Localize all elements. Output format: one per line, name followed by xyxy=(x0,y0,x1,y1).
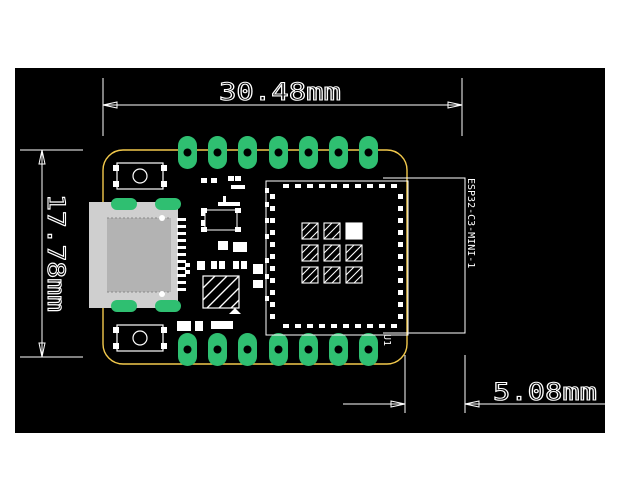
esp32-module-footprint: U1 xyxy=(265,180,409,346)
header-bottom-row xyxy=(178,333,378,366)
offset-dimension-label: 5.08mm xyxy=(493,378,597,406)
module-top-pads xyxy=(283,184,397,188)
module-outline xyxy=(383,177,466,334)
arrow-right-icon xyxy=(390,400,406,408)
module-bottom-pads xyxy=(283,324,397,328)
arrow-left-icon xyxy=(102,101,118,109)
usb-shield-pad xyxy=(111,300,137,312)
arrow-down-icon xyxy=(38,342,46,358)
header-top-row xyxy=(178,136,378,169)
module-right-pads xyxy=(398,194,403,319)
arrow-up-icon xyxy=(38,149,46,165)
arrow-left-icon xyxy=(464,400,480,408)
regulator-ic xyxy=(201,208,241,232)
pcb-drawing: 30.48mm 17.78mm 5.08mm ESP32-C3-MINI-1 xyxy=(20,77,605,413)
usb-c-connector xyxy=(89,198,186,312)
module-designator: U1 xyxy=(381,334,392,346)
usb-shield-pad xyxy=(155,198,181,210)
usb-shield-pad xyxy=(111,198,137,210)
boot-button-footprint xyxy=(113,162,167,190)
module-left-pads xyxy=(270,194,275,319)
usb-shield-pad xyxy=(155,300,181,312)
width-dimension: 30.48mm xyxy=(102,77,463,136)
arrow-right-icon xyxy=(447,101,463,109)
pcb-layout-canvas: 30.48mm 17.78mm 5.08mm ESP32-C3-MINI-1 xyxy=(15,68,605,433)
hatched-ic xyxy=(202,275,241,314)
height-dimension: 17.78mm xyxy=(20,149,83,358)
height-dimension-label: 17.78mm xyxy=(42,194,70,312)
reset-button-footprint xyxy=(113,324,167,352)
offset-dimension: 5.08mm xyxy=(343,355,605,413)
module-label: ESP32-C3-MINI-1 xyxy=(465,178,476,268)
width-dimension-label: 30.48mm xyxy=(219,78,341,106)
passive-components xyxy=(177,176,269,331)
